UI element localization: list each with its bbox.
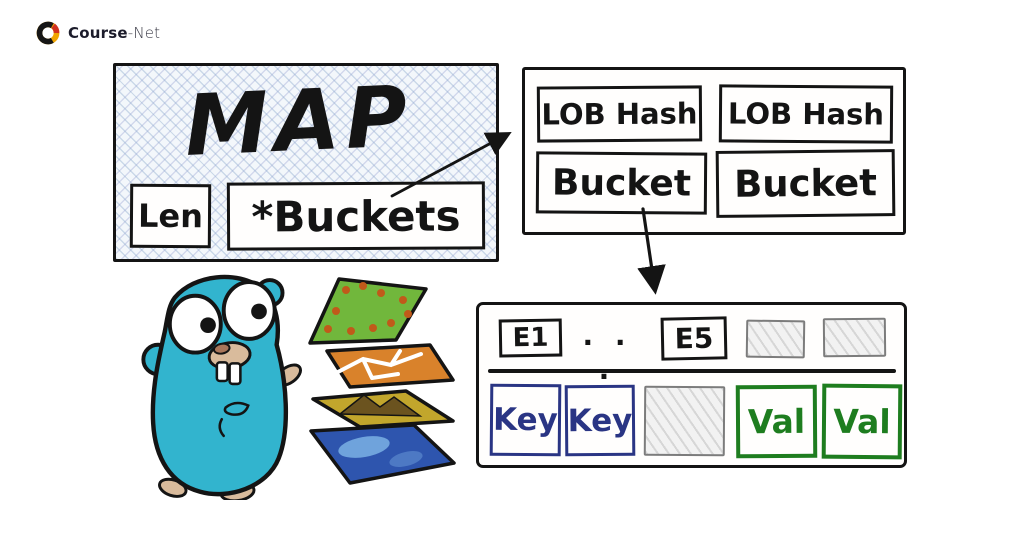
entry-e1-box: E1 (498, 318, 563, 358)
key-cell-2: Key (564, 384, 636, 457)
bucket-box-1: Bucket (535, 151, 708, 215)
brand-name-light: -Net (127, 24, 161, 42)
bucket-detail-divider (488, 369, 896, 373)
val-cell-1: Val (735, 384, 818, 459)
go-gopher-mascot-icon (141, 274, 302, 500)
brand-name-bold: Course (68, 24, 128, 42)
empty-entry-slot-2 (822, 317, 887, 358)
entry-e5-box: E5 (660, 316, 728, 361)
empty-entry-slot-1 (745, 319, 806, 359)
roads-layer (325, 343, 455, 389)
lob-hash-box-2: LOB Hash (718, 84, 894, 144)
len-field-box: Len (129, 183, 212, 249)
map-title: MAP (182, 67, 416, 175)
entries-ellipsis: . . . (582, 319, 632, 386)
brand-name: Course-Net (68, 24, 160, 42)
map-struct-box: MAP Len *Buckets (113, 63, 499, 262)
terrain-dots-layer (308, 277, 428, 345)
bucket-detail-box: E1 . . . E5 Key Key Val Val (476, 302, 907, 468)
map-layers-illustration (308, 277, 456, 485)
val-cell-2: Val (821, 383, 903, 460)
course-net-logo-icon (36, 21, 60, 45)
bucket-box-2: Bucket (715, 149, 896, 218)
water-layer (309, 423, 456, 485)
lob-hash-box-1: LOB Hash (536, 85, 703, 143)
buckets-pointer-field-box: *Buckets (226, 181, 486, 251)
key-cell-1: Key (489, 383, 562, 457)
elevation-layer (311, 389, 455, 429)
buckets-overview-box: LOB Hash LOB Hash Bucket Bucket (522, 67, 906, 235)
empty-key-slot (643, 385, 726, 457)
course-net-logo: Course-Net (35, 20, 160, 46)
